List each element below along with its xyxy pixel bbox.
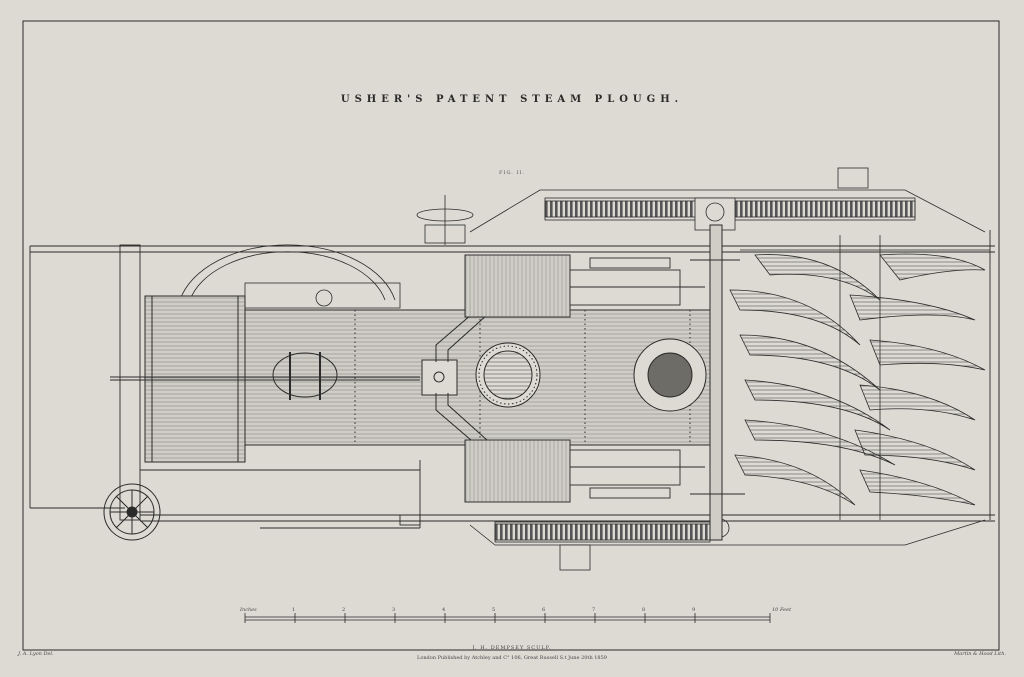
steering-handwheel <box>416 195 474 245</box>
scale-bar <box>244 613 771 623</box>
scale-number: 4 <box>442 607 445 613</box>
engraver-credit: J. H. DEMPSEY SCULP. <box>472 645 552 651</box>
chassis-frame <box>29 230 995 529</box>
scale-numbers: 1 2 3 4 5 6 7 8 9 <box>292 607 695 613</box>
scale-number: 5 <box>492 607 495 613</box>
rear-hand-wheel <box>103 483 161 541</box>
scale-number: 7 <box>592 607 595 613</box>
lower-cylinder <box>464 439 705 503</box>
plough-shares <box>729 235 990 520</box>
scale-number: 2 <box>342 607 345 613</box>
scale-number: 8 <box>642 607 645 613</box>
upper-cylinder <box>464 254 705 318</box>
plate-title: USHER'S PATENT STEAM PLOUGH. <box>340 94 684 105</box>
scale-number: 9 <box>692 607 695 613</box>
crankshaft <box>690 224 745 541</box>
scale-right-label: 10 Feet <box>772 607 792 613</box>
plate-border <box>22 20 1000 651</box>
lower-gear-rack <box>469 518 986 571</box>
boiler <box>144 295 721 463</box>
printer-credit: Martin & Hood Lith. <box>954 651 1006 657</box>
regulator-rod <box>110 359 458 396</box>
figure-label: FIG. II. <box>499 170 525 176</box>
scale-number: 1 <box>292 607 295 613</box>
scale-number: 3 <box>392 607 395 613</box>
upper-gear-rack <box>469 167 986 233</box>
draughtsman-credit: J. A. Lyon Del. <box>18 651 54 657</box>
scale-left-label: Inches <box>240 607 257 613</box>
scale-number: 6 <box>542 607 545 613</box>
publisher-line: London Published by Atchley and C° 106, … <box>417 655 607 661</box>
